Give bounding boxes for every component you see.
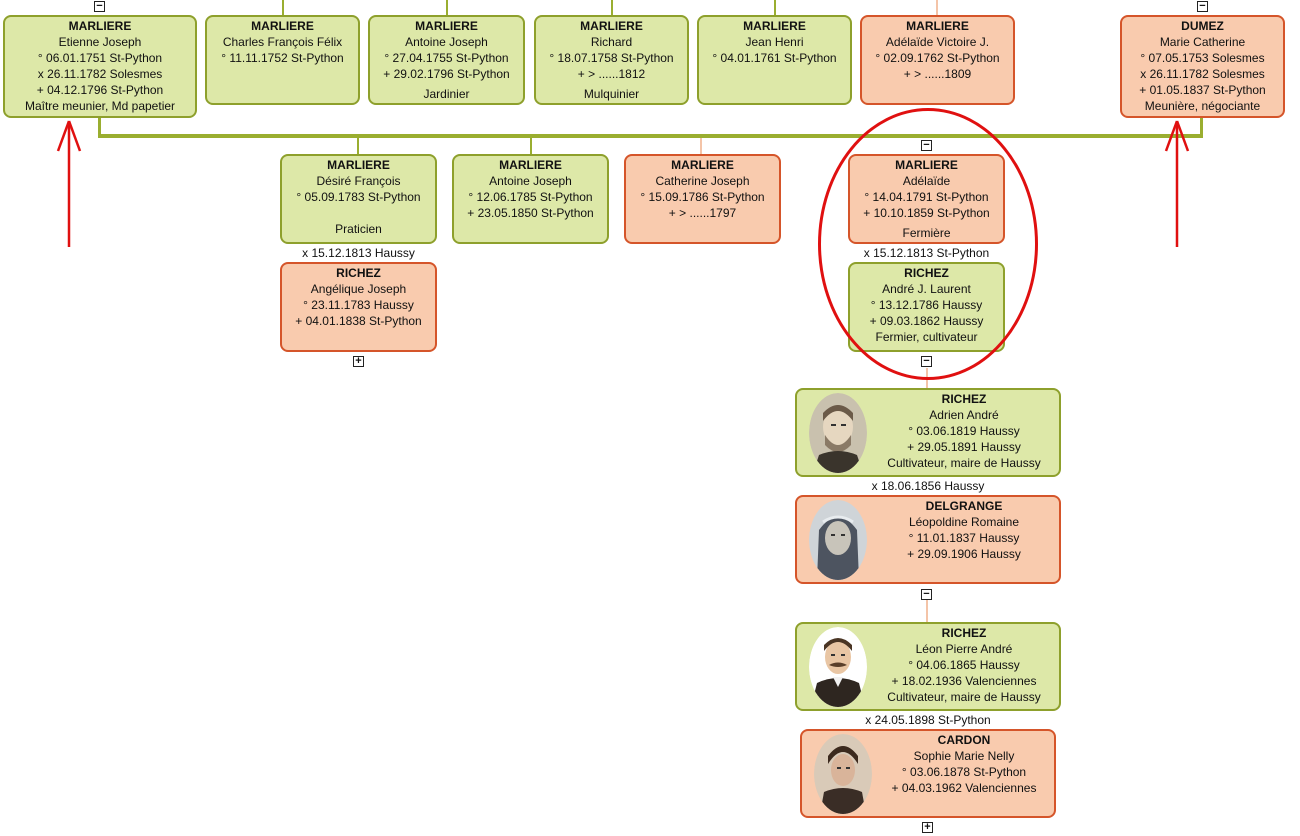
person-birth: ° 03.06.1819 Haussy bbox=[908, 424, 1020, 438]
person-given-name: Sophie Marie Nelly bbox=[913, 749, 1015, 763]
person-death: + 04.01.1838 St-Python bbox=[295, 314, 422, 328]
person-card-sophie[interactable]: CARDON Sophie Marie Nelly ° 03.06.1878 S… bbox=[800, 729, 1056, 818]
person-given-name: Angélique Joseph bbox=[310, 282, 407, 296]
person-occupation: Maître meunier, Md papetier bbox=[24, 99, 176, 113]
person-given-name: Etienne Joseph bbox=[58, 35, 142, 49]
person-card-desire[interactable]: MARLIERE Désiré François ° 05.09.1783 St… bbox=[280, 154, 437, 244]
person-card-adelaide-victoire[interactable]: MARLIERE Adélaïde Victoire J. ° 02.09.17… bbox=[860, 15, 1015, 105]
person-birth: ° 15.09.1786 St-Python bbox=[640, 190, 765, 204]
person-birth: ° 23.11.1783 Haussy bbox=[303, 298, 414, 312]
person-surname: RICHEZ bbox=[941, 626, 987, 640]
person-marriage: x 26.11.1782 Solesmes bbox=[1140, 67, 1265, 81]
person-death: + 29.02.1796 St-Python bbox=[383, 67, 510, 81]
collapse-toggle-etienne[interactable]: − bbox=[94, 1, 105, 12]
person-card-marie-catherine[interactable]: DUMEZ Marie Catherine ° 07.05.1753 Soles… bbox=[1120, 15, 1285, 118]
collapse-toggle-leopoldine[interactable]: − bbox=[921, 589, 932, 600]
person-death: + 04.03.1962 Valenciennes bbox=[891, 781, 1037, 795]
person-occupation: Mulquinier bbox=[583, 87, 640, 101]
person-card-etienne[interactable]: MARLIERE Etienne Joseph ° 06.01.1751 St-… bbox=[3, 15, 197, 118]
person-given-name: Catherine Joseph bbox=[655, 174, 750, 188]
person-card-catherine[interactable]: MARLIERE Catherine Joseph ° 15.09.1786 S… bbox=[624, 154, 781, 244]
person-marriage: x 26.11.1782 Solesmes bbox=[37, 67, 163, 81]
person-occupation: Cultivateur, maire de Haussy bbox=[887, 690, 1041, 704]
person-birth: ° 11.11.1752 St-Python bbox=[221, 51, 344, 65]
person-death: + > ......1797 bbox=[668, 206, 737, 220]
person-card-leon[interactable]: RICHEZ Léon Pierre André ° 04.06.1865 Ha… bbox=[795, 622, 1061, 711]
collapse-toggle-marie[interactable]: − bbox=[1197, 1, 1208, 12]
person-birth: ° 27.04.1755 St-Python bbox=[384, 51, 509, 65]
expand-toggle-sophie[interactable]: + bbox=[922, 822, 933, 833]
person-surname: MARLIERE bbox=[743, 19, 806, 33]
person-surname: RICHEZ bbox=[941, 392, 987, 406]
person-birth: ° 06.01.1751 St-Python bbox=[37, 51, 163, 65]
person-surname: MARLIERE bbox=[68, 19, 132, 33]
person-birth: ° 12.06.1785 St-Python bbox=[468, 190, 593, 204]
person-surname: MARLIERE bbox=[251, 19, 314, 33]
person-surname: MARLIERE bbox=[499, 158, 562, 172]
person-card-adrien[interactable]: RICHEZ Adrien André ° 03.06.1819 Haussy … bbox=[795, 388, 1061, 477]
man-moustache-portrait-icon bbox=[809, 627, 867, 707]
person-surname: MARLIERE bbox=[580, 19, 643, 33]
person-given-name: Léopoldine Romaine bbox=[908, 515, 1020, 529]
person-given-name: Adélaïde Victoire J. bbox=[885, 35, 990, 49]
man-portrait-icon bbox=[809, 393, 867, 473]
person-surname: DELGRANGE bbox=[925, 499, 1003, 513]
person-death: + 04.12.1796 St-Python bbox=[36, 83, 164, 97]
person-card-charles[interactable]: MARLIERE Charles François Félix ° 11.11.… bbox=[205, 15, 360, 105]
person-birth: ° 07.05.1753 Solesmes bbox=[1140, 51, 1265, 65]
person-occupation: Praticien bbox=[335, 222, 382, 236]
person-birth: ° 11.01.1837 Haussy bbox=[908, 531, 1020, 545]
person-occupation: Cultivateur, maire de Haussy bbox=[887, 456, 1041, 470]
person-card-richard[interactable]: MARLIERE Richard ° 18.07.1758 St-Python … bbox=[534, 15, 689, 105]
highlight-circle bbox=[818, 108, 1038, 380]
marriage-label: x 18.06.1856 Haussy bbox=[871, 479, 985, 493]
person-surname: DUMEZ bbox=[1181, 19, 1224, 33]
person-death: + 01.05.1837 St-Python bbox=[1139, 83, 1266, 97]
person-card-antoine-1755[interactable]: MARLIERE Antoine Joseph ° 27.04.1755 St-… bbox=[368, 15, 525, 105]
person-birth: ° 04.06.1865 Haussy bbox=[908, 658, 1020, 672]
marriage-label: x 15.12.1813 Haussy bbox=[302, 246, 415, 260]
person-given-name: Désiré François bbox=[316, 174, 401, 188]
person-death: + 23.05.1850 St-Python bbox=[467, 206, 594, 220]
person-surname: MARLIERE bbox=[415, 19, 478, 33]
person-card-leopoldine[interactable]: DELGRANGE Léopoldine Romaine ° 11.01.183… bbox=[795, 495, 1061, 584]
person-given-name: Richard bbox=[590, 35, 633, 49]
person-surname: CARDON bbox=[937, 733, 991, 747]
person-given-name: Jean Henri bbox=[745, 35, 804, 49]
person-card-antoine-1785[interactable]: MARLIERE Antoine Joseph ° 12.06.1785 St-… bbox=[452, 154, 609, 244]
arrow-up-icon bbox=[1164, 120, 1190, 247]
person-surname: MARLIERE bbox=[327, 158, 390, 172]
person-given-name: Léon Pierre André bbox=[915, 642, 1013, 656]
person-death: + 29.05.1891 Haussy bbox=[907, 440, 1021, 454]
person-surname: MARLIERE bbox=[671, 158, 734, 172]
person-surname: RICHEZ bbox=[336, 266, 381, 280]
person-given-name: Charles François Félix bbox=[222, 35, 343, 49]
person-given-name: Adrien André bbox=[929, 408, 999, 422]
person-birth: ° 05.09.1783 St-Python bbox=[296, 190, 421, 204]
person-occupation: Meunière, négociante bbox=[1144, 99, 1261, 113]
person-death: + 29.09.1906 Haussy bbox=[907, 547, 1021, 561]
person-death: + > ......1812 bbox=[577, 67, 646, 81]
person-birth: ° 02.09.1762 St-Python bbox=[875, 51, 1000, 65]
person-birth: ° 18.07.1758 St-Python bbox=[549, 51, 674, 65]
woman-veiled-portrait-icon bbox=[809, 500, 867, 580]
person-occupation: Jardinier bbox=[423, 87, 470, 101]
person-given-name: Marie Catherine bbox=[1159, 35, 1246, 49]
person-given-name: Antoine Joseph bbox=[489, 174, 572, 188]
marriage-label: x 24.05.1898 St-Python bbox=[865, 713, 991, 727]
person-birth: ° 03.06.1878 St-Python bbox=[901, 765, 1027, 779]
person-death: + > ......1809 bbox=[903, 67, 972, 81]
person-card-angelique[interactable]: RICHEZ Angélique Joseph ° 23.11.1783 Hau… bbox=[280, 262, 437, 352]
arrow-up-icon bbox=[56, 120, 82, 247]
woman-portrait-icon bbox=[814, 734, 872, 814]
person-given-name: Antoine Joseph bbox=[405, 35, 488, 49]
expand-toggle-angelique[interactable]: + bbox=[353, 356, 364, 367]
person-death: + 18.02.1936 Valenciennes bbox=[891, 674, 1037, 688]
person-card-jean-henri[interactable]: MARLIERE Jean Henri ° 04.01.1761 St-Pyth… bbox=[697, 15, 852, 105]
person-birth: ° 04.01.1761 St-Python bbox=[712, 51, 837, 65]
person-surname: MARLIERE bbox=[906, 19, 969, 33]
